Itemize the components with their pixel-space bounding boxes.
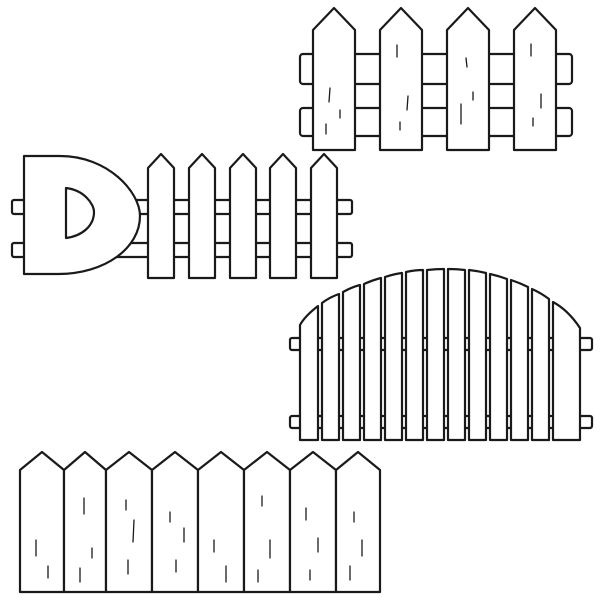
fence-picket: [228, 152, 258, 280]
d-post-picket-fence: [10, 152, 354, 280]
fence-board: [18, 450, 66, 594]
fence-picket: [187, 152, 217, 280]
fence-picket: [383, 271, 404, 442]
wood-grain-mark: [325, 43, 542, 135]
fence-picket: [362, 276, 383, 442]
fence-picket: [467, 268, 488, 442]
fence-board: [242, 450, 292, 594]
fence-picket: [445, 6, 491, 152]
fence-picket: [488, 272, 509, 442]
arched-picket-fence: [288, 267, 594, 442]
fence-picket: [311, 6, 357, 152]
fence-board: [104, 450, 154, 594]
fence-picket: [509, 278, 530, 442]
fence-board: [150, 450, 200, 594]
fence-board: [334, 450, 382, 594]
fence-picket: [530, 287, 551, 442]
fence-picket: [404, 268, 425, 442]
fence-rail: [298, 106, 574, 138]
wood-grain-mark: [35, 495, 363, 583]
fence-board: [62, 450, 108, 594]
d-shaped-cutout: [64, 186, 96, 240]
fence-picket: [341, 283, 362, 442]
fence-picket: [320, 292, 341, 442]
fence-picket: [298, 304, 320, 442]
fence-picket: [268, 152, 298, 280]
fence-rail: [298, 52, 574, 86]
fence-picket: [146, 152, 176, 280]
fence-board: [288, 450, 338, 594]
pointed-picket-fence: [298, 6, 574, 152]
wide-board-fence: [18, 450, 382, 594]
fence-picket: [378, 6, 424, 152]
fence-picket: [446, 267, 467, 442]
fence-picket: [309, 152, 339, 280]
fence-picket: [512, 6, 558, 152]
fence-picket: [551, 300, 582, 442]
fence-board: [196, 450, 246, 594]
fence-picket: [425, 267, 446, 442]
